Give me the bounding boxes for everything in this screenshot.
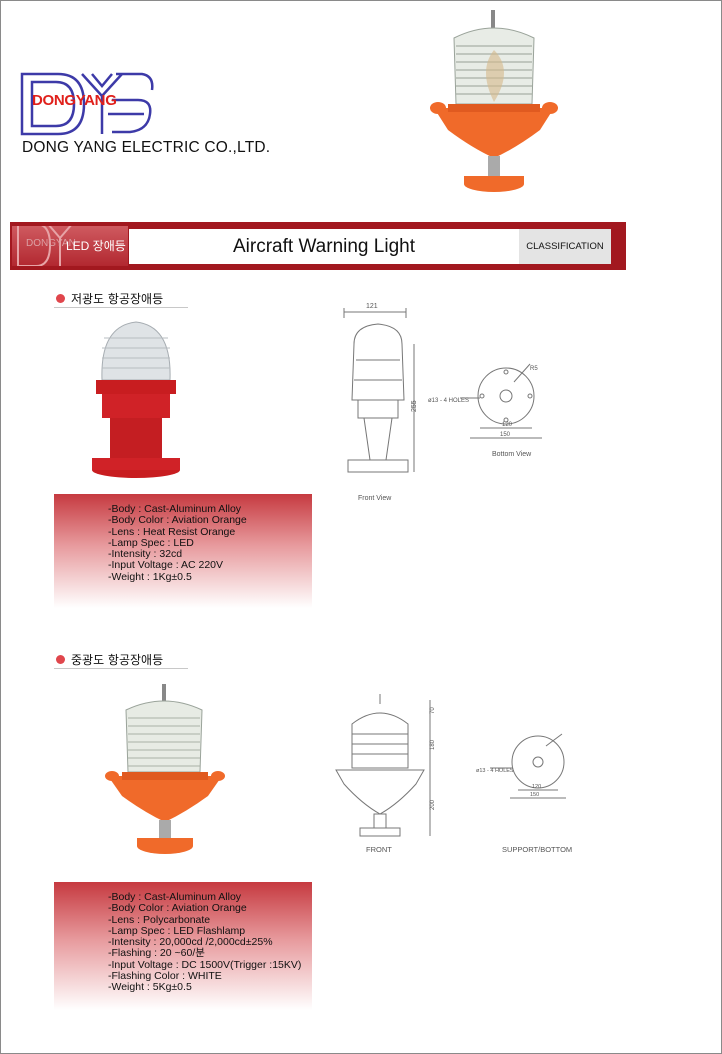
bottom-view-label: SUPPORT/BOTTOM <box>502 845 572 854</box>
classification-label: CLASSIFICATION <box>519 229 611 264</box>
spec-item: -Lens : Polycarbonate <box>108 913 211 926</box>
section-header-low: 저광도 항공장애등 <box>56 290 163 307</box>
section-title: 중광도 항공장애등 <box>71 653 164 667</box>
section-underline <box>54 668 188 669</box>
section-header-medium: 중광도 항공장애등 <box>56 651 163 668</box>
spec-box-low: -Body : Cast-Aluminum Alloy -Body Color … <box>54 494 312 608</box>
hero-product-image <box>428 10 560 204</box>
spec-item: -Flashing Color : WHITE <box>108 970 222 983</box>
section-title: 저광도 항공장애등 <box>71 292 164 306</box>
spec-item: -Weight : 1Kg±0.5 <box>108 570 192 583</box>
radius-label: R5 <box>530 366 538 372</box>
spec-box-medium: -Body : Cast-Aluminum Alloy -Body Color … <box>54 882 312 1010</box>
banner-category-label: LED 장애등 <box>66 239 126 253</box>
spec-item: -Flashing : 20 ~60/분 <box>108 947 205 960</box>
holes-label: ø13 - 4 HOLES <box>476 768 514 774</box>
spec-item: -Lamp Spec : LED <box>108 536 194 549</box>
dim-low-label: 200 <box>430 799 436 810</box>
company-logo: DONGYANG <box>18 70 156 138</box>
dim-top-label: 70 <box>430 707 436 714</box>
spec-item: -Input Voltage : AC 220V <box>108 559 223 572</box>
spec-item: -Input Voltage : DC 1500V(Trigger :15KV) <box>108 958 302 971</box>
logo-mark-icon <box>20 72 154 136</box>
page-title: Aircraft Warning Light <box>129 229 519 264</box>
banner-brand: DONGYAN <box>26 238 76 249</box>
spec-item: -Body Color : Aviation Orange <box>108 514 247 527</box>
spec-item: -Lens : Heat Resist Orange <box>108 525 236 538</box>
banner-logo-icon <box>17 226 72 266</box>
spec-item: -Intensity : 32cd <box>108 548 183 561</box>
spec-item: -Lamp Spec : LED Flashlamp <box>108 924 246 937</box>
logo-text: DONGYANG <box>32 92 117 109</box>
holes-label: ø13 - 4 HOLES <box>428 398 469 404</box>
dim-mid-label: 180 <box>430 739 436 750</box>
spec-item: -Body : Cast-Aluminum Alloy <box>108 503 242 515</box>
dim-inner-label: 120 <box>532 784 541 790</box>
dim-inner-label: 120 <box>502 422 513 428</box>
front-view-label: Front View <box>358 495 392 502</box>
dim-outer-label: 150 <box>530 792 539 798</box>
front-view-label: FRONT <box>366 845 392 854</box>
dim-height-label: 255 <box>411 400 418 412</box>
section-underline <box>54 307 188 308</box>
bottom-view-label: Bottom View <box>492 451 532 458</box>
spec-item: -Intensity : 20,000cd /2,000cd±25% <box>108 936 273 949</box>
banner-category: DONGYAN LED 장애등 <box>12 226 128 266</box>
technical-drawing-low: 121 255 ø13 - 4 HOLES R5 120 150 Front V… <box>330 300 580 514</box>
bullet-dot-icon <box>56 655 65 664</box>
spec-item: -Weight : 5Kg±0.5 <box>108 981 192 994</box>
technical-drawing-medium: 70 180 200 ø13 - 4 HOLES 120 150 FRONT S… <box>330 694 590 862</box>
dim-outer-label: 150 <box>500 432 511 438</box>
product-image-medium <box>104 684 226 864</box>
bullet-dot-icon <box>56 294 65 303</box>
product-image-low <box>88 318 184 486</box>
company-name: DONG YANG ELECTRIC CO.,LTD. <box>22 139 271 156</box>
dim-top-label: 121 <box>366 303 378 310</box>
spec-item: -Body Color : Aviation Orange <box>108 902 247 915</box>
spec-item: -Body : Cast-Aluminum Alloy <box>108 891 242 903</box>
